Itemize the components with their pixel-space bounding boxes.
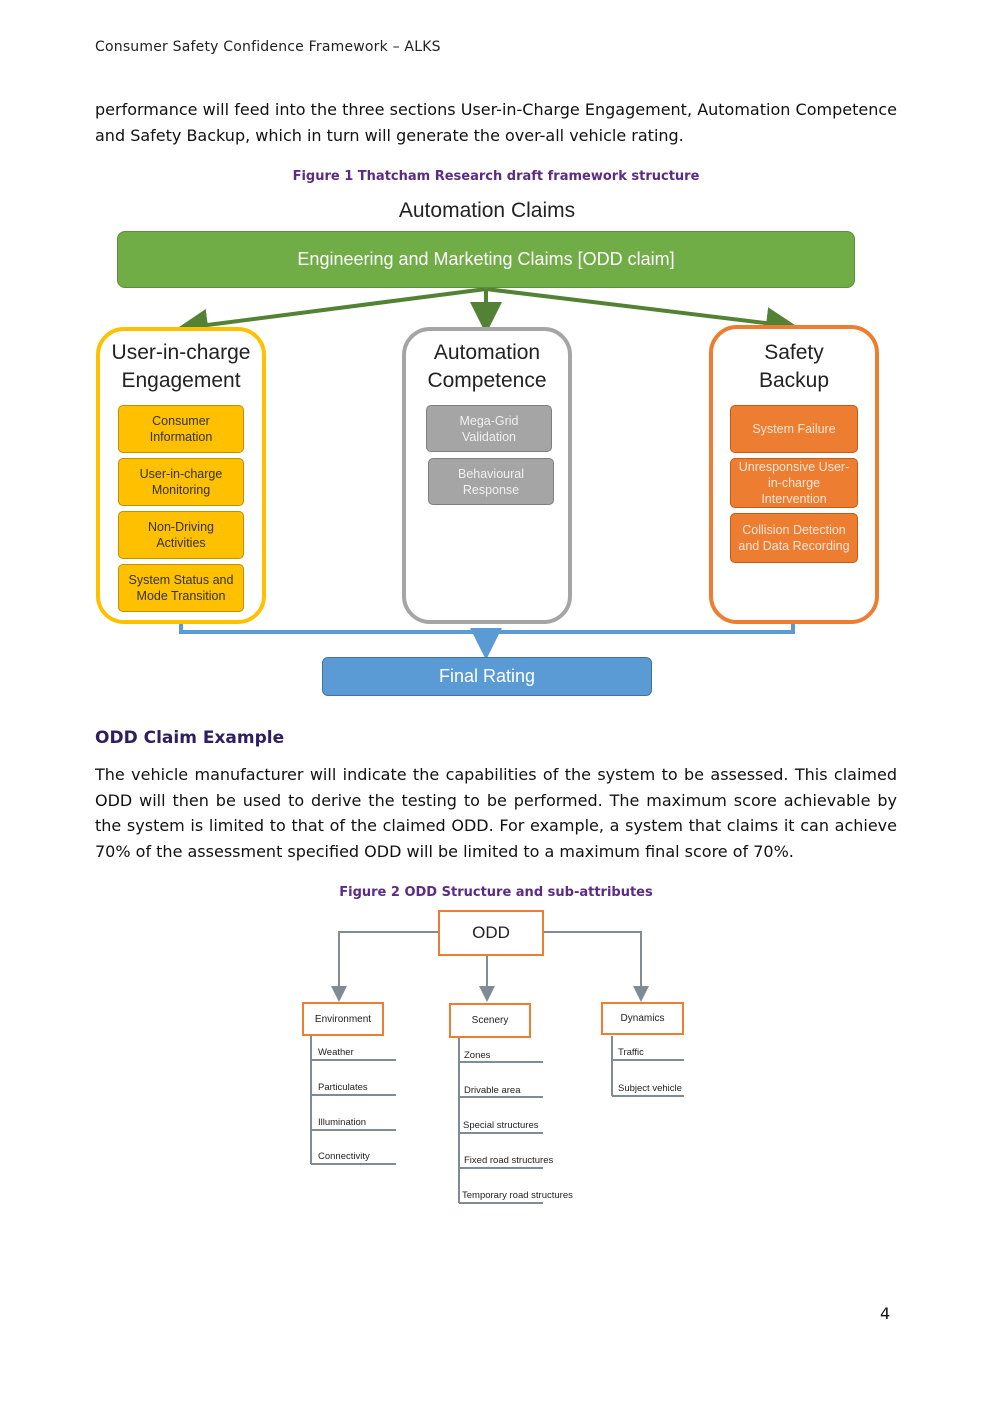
panel-title-line1: User-in-charge bbox=[111, 341, 251, 364]
monitoring-box: User-in-charge Monitoring bbox=[118, 458, 244, 506]
panel-title-line1: Automation bbox=[433, 341, 541, 364]
sub-attribute: Fixed road structures bbox=[464, 1155, 554, 1166]
page-number: 4 bbox=[880, 1304, 891, 1323]
non-driving-activities-box: Non-Driving Activities bbox=[118, 511, 244, 559]
framework-connectors bbox=[176, 287, 798, 660]
figure1-caption: Figure 1 Thatcham Research draft framewo… bbox=[292, 169, 700, 184]
sub-attribute: Connectivity bbox=[318, 1151, 370, 1162]
panel-title-line1: Safety bbox=[764, 341, 824, 364]
figure2-caption: Figure 2 ODD Structure and sub-attribute… bbox=[339, 885, 653, 900]
system-failure-box: System Failure bbox=[730, 405, 858, 453]
user-in-charge-panel: User-in-charge Engagement Consumer Infor… bbox=[96, 327, 266, 624]
environment-box: Environment bbox=[302, 1002, 384, 1036]
unresponsive-intervention-box: Unresponsive User-in-charge Intervention bbox=[730, 458, 858, 508]
sub-attribute: Traffic bbox=[618, 1047, 644, 1058]
green-arrows bbox=[176, 287, 798, 341]
odd-connectors bbox=[310, 931, 684, 1204]
dynamics-box: Dynamics bbox=[601, 1002, 684, 1035]
automation-claims-title: Automation Claims bbox=[398, 199, 576, 222]
sub-attribute: Particulates bbox=[318, 1082, 368, 1093]
running-header: Consumer Safety Confidence Framework – A… bbox=[95, 39, 441, 55]
scenery-box: Scenery bbox=[449, 1003, 531, 1038]
blue-connectors bbox=[179, 622, 795, 660]
sub-attribute: Illumination bbox=[318, 1117, 367, 1128]
behavioural-response-box: Behavioural Response bbox=[428, 458, 554, 505]
sub-attribute: Zones bbox=[464, 1050, 491, 1061]
sub-attribute: Subject vehicle bbox=[618, 1083, 682, 1094]
intro-paragraph: performance will feed into the three sec… bbox=[95, 100, 897, 145]
panel-title-line2: Engagement bbox=[121, 369, 241, 392]
sub-attribute: Drivable area bbox=[464, 1085, 521, 1096]
automation-competence-panel: Automation Competence Mega-Grid Validati… bbox=[402, 327, 572, 624]
section-paragraph: The vehicle manufacturer will indicate t… bbox=[95, 765, 897, 861]
system-status-box: System Status and Mode Transition bbox=[118, 564, 244, 612]
collision-detection-box: Collision Detection and Data Recording bbox=[730, 513, 858, 563]
panel-title-line2: Backup bbox=[758, 369, 830, 392]
safety-backup-panel: Safety Backup System Failure Unresponsiv… bbox=[709, 325, 879, 624]
odd-root-box: ODD bbox=[438, 910, 544, 956]
mega-grid-box: Mega-Grid Validation bbox=[426, 405, 552, 452]
panel-title-line2: Competence bbox=[427, 369, 547, 392]
sub-attribute: Special structures bbox=[463, 1120, 539, 1131]
engineering-claims-bar: Engineering and Marketing Claims [ODD cl… bbox=[117, 231, 855, 288]
sub-attribute: Temporary road structures bbox=[462, 1190, 573, 1201]
final-rating-box: Final Rating bbox=[322, 657, 652, 696]
consumer-information-box: Consumer Information bbox=[118, 405, 244, 453]
sub-attribute: Weather bbox=[318, 1047, 354, 1058]
section-heading: ODD Claim Example bbox=[95, 728, 285, 748]
